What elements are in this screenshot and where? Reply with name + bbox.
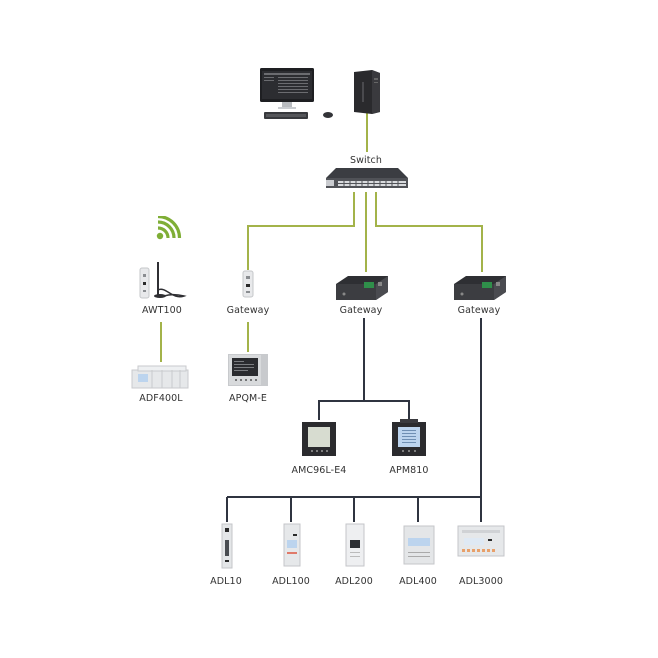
apqm-e-label: APQM-E xyxy=(229,393,267,404)
apm810-label: APM810 xyxy=(389,465,429,476)
panel-meter-icon xyxy=(302,422,336,456)
din-rail-meter-icon xyxy=(221,523,233,569)
gateway-box-icon xyxy=(336,276,388,300)
din-gateway-icon xyxy=(242,270,254,298)
link-to-amc96l xyxy=(318,400,410,420)
link-switch-to-gateway-right xyxy=(375,192,483,272)
gateway-right-label: Gateway xyxy=(457,305,501,316)
link-switch-to-gateway-din xyxy=(247,192,355,270)
din-rail-meter-icon xyxy=(403,525,435,565)
gateway-mid-label: Gateway xyxy=(339,305,383,316)
din-rail-meter-icon xyxy=(283,523,301,567)
gateway-box-icon xyxy=(454,276,506,300)
panel-meter-icon xyxy=(392,419,426,456)
wireless-transmitter-icon xyxy=(139,262,187,299)
power-quality-analyzer-icon xyxy=(228,354,268,386)
din-rail-meter-icon xyxy=(457,525,505,557)
pc-tower-icon xyxy=(354,70,380,114)
amc96l-e4-label: AMC96L-E4 xyxy=(291,465,347,476)
desktop-computer-icon xyxy=(260,68,333,119)
adl100-label: ADL100 xyxy=(272,576,310,587)
adl400-label: ADL400 xyxy=(399,576,437,587)
gateway-din-label: Gateway xyxy=(226,305,270,316)
wifi-icon xyxy=(156,216,182,240)
adl3000-label: ADL3000 xyxy=(459,576,503,587)
multi-circuit-meter-icon xyxy=(131,365,189,389)
awt100-label: AWT100 xyxy=(142,305,182,316)
switch-label: Switch xyxy=(349,155,383,166)
adl10-label: ADL10 xyxy=(210,576,242,587)
adf400l-label: ADF400L xyxy=(139,393,183,404)
network-switch-icon xyxy=(326,168,408,188)
adl200-label: ADL200 xyxy=(335,576,373,587)
din-rail-meter-icon xyxy=(345,523,365,567)
